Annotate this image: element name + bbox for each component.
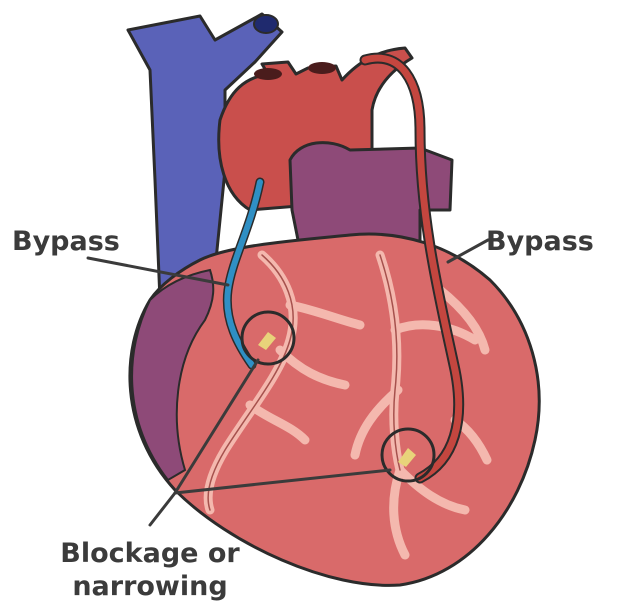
vena-cava-opening — [254, 15, 278, 33]
blockage-label-line2: narrowing — [30, 570, 270, 603]
blockage-label-line1: Blockage or — [30, 537, 270, 570]
blockage-label: Blockage or narrowing — [30, 537, 270, 603]
aorta-branch-2 — [308, 62, 336, 74]
aorta-branch-1 — [254, 68, 282, 80]
bypass-label-right: Bypass — [486, 228, 594, 255]
bypass-label-left: Bypass — [12, 228, 120, 255]
